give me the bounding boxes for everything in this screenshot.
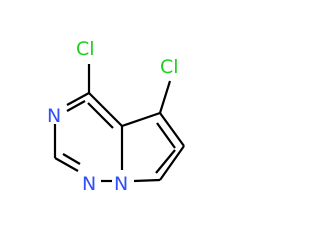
atom-n-bridge: N [114,173,128,195]
atom-n-1: N [82,173,96,195]
molecule-diagram: Cl Cl N N N [47,38,185,195]
bond-c4a-c5 [121,111,161,128]
bond-c4-n3 [66,92,90,106]
bond-c5-c6 [159,112,185,147]
bond-c4a-c4-double [87,102,114,129]
bond-c6-c7 [159,145,185,181]
atom-cl-4: Cl [76,38,95,60]
bond-c2-n1-double [62,153,81,165]
bond-c4-n3-double [66,100,86,112]
bond-c7-nbridge [133,178,161,183]
bonds [53,64,185,183]
bond-c6-c7-double [155,149,176,174]
bond-c4a-c4 [88,92,123,127]
structure-canvas: Cl Cl N N N [47,38,185,195]
bond-c5-c6-double [156,122,176,149]
atom-cl-5: Cl [160,56,179,78]
atom-n-3: N [47,105,61,127]
bond-c2-n1 [54,157,79,172]
bond-c5-cl [158,80,172,114]
atom-labels: Cl Cl N N N [47,38,179,195]
